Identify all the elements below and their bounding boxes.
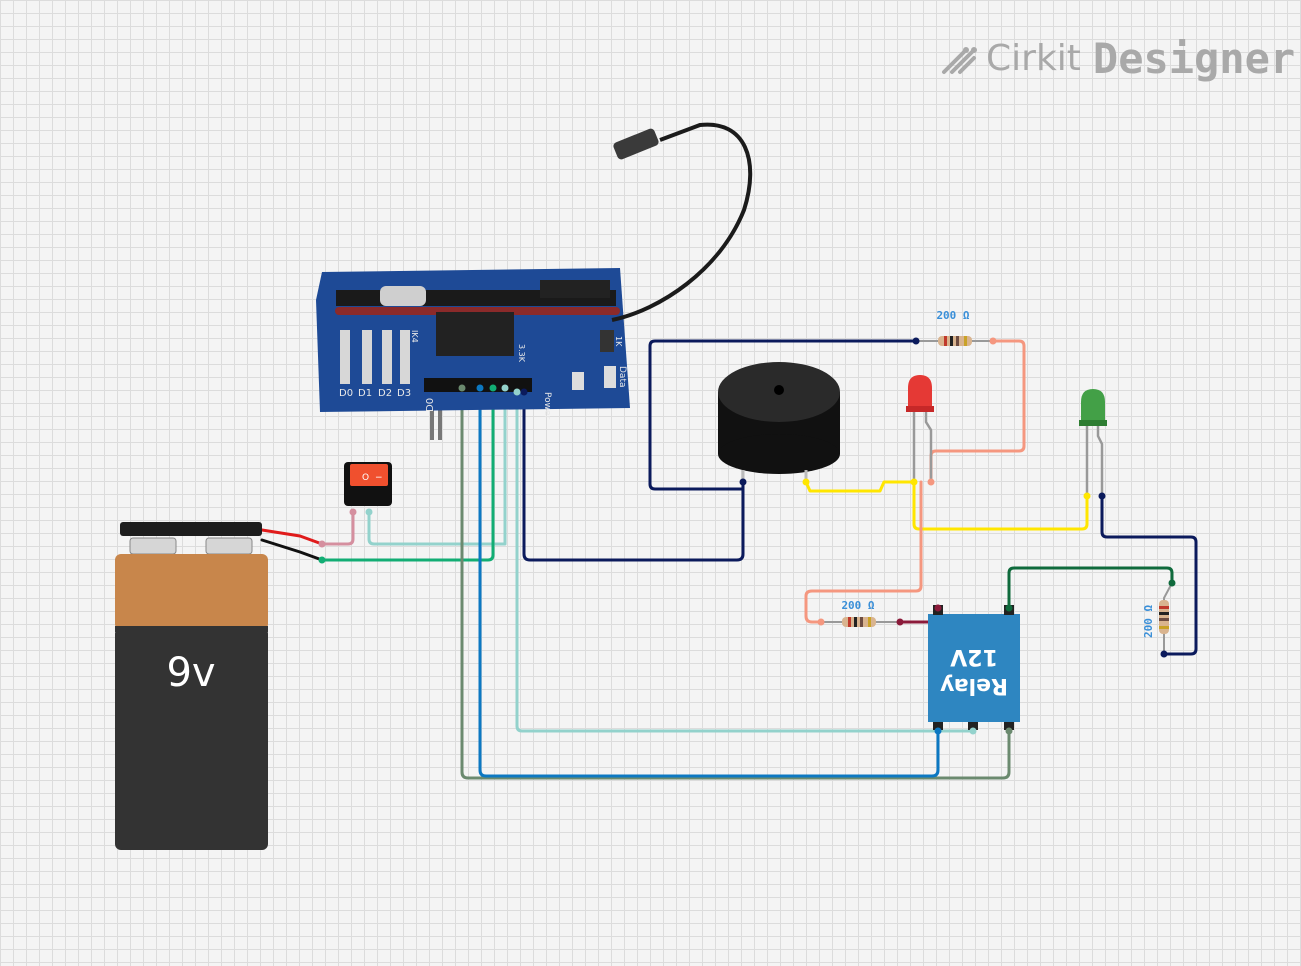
wire-blue[interactable] xyxy=(478,386,940,778)
module-label-pin-d0: D0 xyxy=(425,398,436,412)
battery-snap-cap xyxy=(120,522,262,536)
relay-label-relay: Relay xyxy=(940,673,1008,698)
wire-teal-relay[interactable] xyxy=(515,390,975,733)
module-pin-teal[interactable] xyxy=(501,384,509,392)
module-label-d1: D1 xyxy=(358,388,372,399)
battery-lead-pos[interactable] xyxy=(318,540,326,548)
resistor-r2-label: 200 Ω xyxy=(841,599,874,612)
battery-top-band xyxy=(115,554,268,630)
relay-12v[interactable]: Relay 12V xyxy=(928,604,1020,735)
module-pins xyxy=(458,384,528,396)
battery-9v[interactable]: 9v xyxy=(115,522,268,850)
module-label-d0: D0 xyxy=(339,388,353,399)
module-label-d3: D3 xyxy=(397,388,411,399)
battery-terminal-right xyxy=(205,537,253,555)
relay-pin-coil1[interactable] xyxy=(934,604,942,612)
module-pin-blue[interactable] xyxy=(476,384,484,392)
buzzer-hole xyxy=(774,385,784,395)
module-label-1k: 1K xyxy=(614,336,623,347)
relay-body xyxy=(928,614,1020,722)
rocker-switch[interactable]: O − xyxy=(344,462,392,516)
red-led-cathode[interactable] xyxy=(910,478,918,486)
green-led-anode[interactable] xyxy=(1098,492,1106,500)
battery-terminal-left xyxy=(129,537,177,555)
battery-body xyxy=(115,628,268,850)
wire-navy-module[interactable] xyxy=(522,390,745,562)
wire-olive[interactable] xyxy=(460,386,1011,780)
module-label-data: Data xyxy=(617,366,627,388)
green-led-body xyxy=(1081,389,1105,422)
module-pin-navy[interactable] xyxy=(520,388,528,396)
module-label-power: Power xyxy=(542,392,552,420)
wire-pink[interactable] xyxy=(320,510,355,546)
switch-pin-1[interactable] xyxy=(349,508,357,516)
relay-pin-coil2[interactable] xyxy=(1005,604,1013,612)
buzzer[interactable] xyxy=(718,362,840,486)
module-crystal xyxy=(380,286,426,306)
module-pin-olive[interactable] xyxy=(458,384,466,392)
wire-salmon-top[interactable] xyxy=(929,339,1026,484)
brand-name-designer: Designer xyxy=(1092,33,1296,83)
temperature-probe xyxy=(613,128,659,160)
green-led[interactable] xyxy=(1079,389,1107,500)
wire-darkgreen[interactable] xyxy=(1007,566,1174,610)
switch-rocker[interactable] xyxy=(350,464,388,486)
wire-battery-black[interactable] xyxy=(260,538,324,562)
switch-mark-on: O xyxy=(362,473,369,483)
buzzer-body xyxy=(718,434,840,474)
relay-pin-nc[interactable] xyxy=(1005,727,1013,735)
wires xyxy=(260,339,1198,780)
battery-lead-neg[interactable] xyxy=(318,556,326,564)
receiver-module[interactable]: D0 D1 D2 D3 D0 Power Data 1K 3.3K IK4 xyxy=(316,122,753,440)
resistor-r3-label: 200 Ω xyxy=(1142,605,1155,638)
wire-yellow[interactable] xyxy=(804,480,1089,531)
switch-pin-2[interactable] xyxy=(365,508,373,516)
resistor-r2[interactable]: 200 Ω xyxy=(817,599,904,627)
buzzer-pin-neg[interactable] xyxy=(739,478,747,486)
module-pin-teal-2[interactable] xyxy=(513,388,521,396)
switch-mark-off: − xyxy=(375,473,383,483)
module-ic-chip xyxy=(436,312,514,356)
wire-green[interactable] xyxy=(320,386,495,562)
wire-salmon-bottom[interactable] xyxy=(804,480,923,624)
module-leds xyxy=(340,330,410,384)
resistor-r1-label: 200 Ω xyxy=(936,309,969,322)
buzzer-pin-pos[interactable] xyxy=(802,478,810,486)
resistor-r3[interactable]: 200 Ω xyxy=(1142,579,1176,658)
resistor-r1[interactable]: 200 Ω xyxy=(912,309,997,346)
battery-label: 9v xyxy=(166,650,215,696)
red-led[interactable] xyxy=(906,375,935,486)
module-antenna-coil xyxy=(335,307,620,315)
relay-pin-no[interactable] xyxy=(934,727,942,735)
module-label-ik4: IK4 xyxy=(410,330,419,343)
red-led-anode[interactable] xyxy=(927,478,935,486)
module-pin-green[interactable] xyxy=(489,384,497,392)
brand-logo: Cirkit Designer xyxy=(940,30,1295,86)
wire-battery-red[interactable] xyxy=(260,528,324,546)
brand-name-cirkit: Cirkit xyxy=(986,37,1081,79)
red-led-body xyxy=(908,375,932,410)
module-label-3k3: 3.3K xyxy=(517,344,526,363)
relay-pin-com[interactable] xyxy=(969,727,977,735)
module-label-d2: D2 xyxy=(378,388,392,399)
cirkit-logo-icon xyxy=(942,47,977,74)
probe-cable xyxy=(611,122,753,322)
wire-teal-switch[interactable] xyxy=(367,386,507,546)
green-led-cathode[interactable] xyxy=(1083,492,1091,500)
wire-navy-right[interactable] xyxy=(1100,494,1198,656)
relay-label-12v: 12V xyxy=(950,644,998,669)
wire-navy-buzzer[interactable] xyxy=(648,339,918,491)
